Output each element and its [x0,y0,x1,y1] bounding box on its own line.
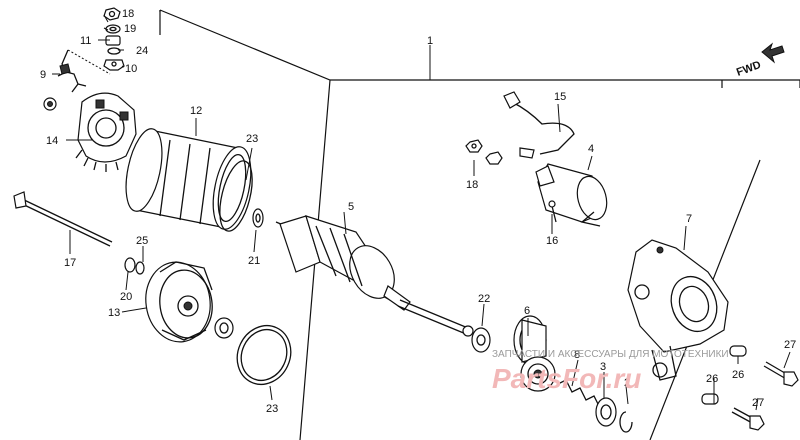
callout-11: 11 [80,35,91,47]
callout-23-upper: 23 [246,133,258,145]
through-bolt-17 [13,191,113,247]
callout-26-lower: 26 [706,373,718,385]
bearing [214,317,234,339]
nut-20 [124,257,136,273]
bolt-27-lower [731,407,765,431]
o-ring-24 [107,47,121,55]
motor-case-12 [125,128,252,230]
washer-22 [471,327,491,353]
callout-22: 22 [478,293,490,305]
grommet-small [43,97,57,111]
washer-25 [135,261,145,275]
pinion-gear-8 [520,356,556,392]
callout-27-upper: 27 [784,339,796,351]
callout-2: 2 [624,377,630,389]
snap-ring-2 [619,411,633,433]
callout-18-right: 18 [466,179,478,191]
terminal-9 [57,49,87,93]
watermark-tagline: ЗАПЧАСТИ И АКСЕССУАРЫ ДЛЯ МОТОТЕХНИКИ [492,349,729,360]
callout-23-lower: 23 [266,403,278,415]
callout-13: 13 [108,307,120,319]
fwd-label: FWD [735,59,763,79]
dowel-26-lower [701,393,719,405]
bolt-16 [548,200,557,223]
brush-holder-14 [75,92,137,172]
stop-collar [595,397,617,427]
washer-19 [105,24,121,34]
callout-14: 14 [46,135,58,147]
callout-4: 4 [588,143,594,155]
callout-25: 25 [136,235,148,247]
callout-6: 6 [524,305,530,317]
callout-21: 21 [248,255,260,267]
callout-27-lower: 27 [752,397,764,409]
callout-26-upper: 26 [732,369,744,381]
o-ring-23-upper [219,160,253,232]
dowel-26-upper [729,345,747,357]
callout-7: 7 [686,213,692,225]
callout-1: 1 [427,35,433,47]
insulator-10 [103,59,125,71]
washer-21 [252,208,264,228]
callout-16: 16 [546,235,558,247]
callout-19: 19 [124,23,136,35]
rear-cover-13 [145,261,213,343]
callout-20: 20 [120,291,132,303]
armature-5 [275,215,474,337]
bolt-27-upper [763,361,799,387]
callout-10: 10 [125,63,137,75]
callout-15: 15 [554,91,566,103]
callout-24: 24 [136,45,148,57]
callout-3: 3 [600,361,606,373]
watermark-logo: PartsFor.ru [492,363,641,394]
nut-small-right [485,151,503,165]
callout-12: 12 [190,105,202,117]
cable-15 [503,91,575,159]
callout-17: 17 [64,257,76,269]
callout-8: 8 [574,349,580,361]
bracket-7 [627,239,729,381]
callout-5: 5 [348,201,354,213]
o-ring-23-lower [236,325,292,385]
callout-18-top: 18 [122,8,134,20]
fwd-arrow-icon [761,42,785,64]
callout-9: 9 [40,69,46,81]
nut-18-right [465,139,483,153]
solenoid-4 [535,163,608,227]
